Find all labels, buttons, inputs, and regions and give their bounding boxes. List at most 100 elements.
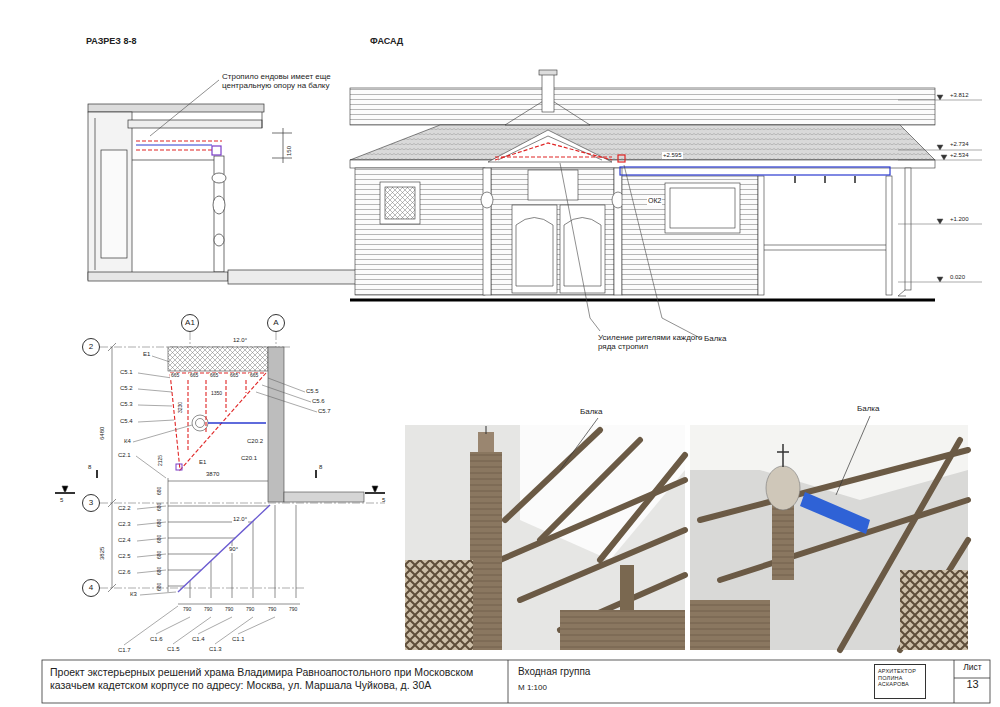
render-image (690, 600, 770, 650)
title-block-frame (42, 660, 990, 703)
element-tag: С2.2 (118, 505, 131, 512)
element-tag: С2.3 (118, 521, 131, 528)
render-image (777, 451, 789, 453)
plan-drawing (168, 506, 269, 507)
dimension: 3825 (99, 547, 106, 560)
plan-highlight (176, 464, 182, 470)
project-title: Проект экстерьерных решений храма Владим… (50, 666, 500, 692)
section-drawing (228, 270, 360, 284)
plan-leaders (140, 592, 176, 595)
section-drawing (213, 196, 225, 214)
plan-drawing (100, 588, 305, 589)
plan-drawing (108, 499, 116, 507)
facade-drawing (355, 168, 485, 295)
facade-drawing (670, 188, 735, 228)
facade-highlight (620, 167, 890, 175)
element-tag: С1.1 (232, 636, 245, 643)
elevation-mark: +2.734 (950, 141, 969, 148)
plan-drawing (284, 492, 364, 502)
element-tag: ОК2 (647, 197, 662, 205)
render-image (505, 430, 600, 520)
plan-leaders (215, 617, 253, 644)
section-drawing (212, 173, 226, 183)
section-drawing (88, 104, 264, 112)
facade-drawing (539, 70, 557, 75)
stamp-text: АРХИТЕКТОР ПОЛИНА АСКАРОВА (878, 668, 922, 688)
dimension: 1350 (210, 391, 223, 397)
plan-drawing (190, 332, 191, 347)
sheet-name: М 1:100 (518, 683, 730, 693)
dimension: 680 (157, 503, 163, 511)
callout-note: Балка (857, 404, 880, 413)
facade-highlight (495, 143, 890, 175)
sheet-name-cell: Входная группаМ 1:100 (514, 663, 734, 701)
plan-drawing (168, 478, 169, 592)
leader-line (560, 163, 702, 339)
dimension: 790 (289, 607, 297, 613)
plan-drawing (168, 570, 201, 571)
dimension: 790 (246, 607, 254, 613)
elevation-mark: +2.534 (950, 152, 969, 159)
axis-bubble: А1 (181, 314, 199, 332)
elevation-lines (937, 219, 943, 224)
section-mark: 5 (382, 497, 385, 504)
render-image (900, 540, 968, 650)
plan-leaders (138, 373, 172, 378)
axis-label: 4 (89, 584, 93, 592)
plan-drawing (108, 584, 116, 592)
facade-drawing (350, 70, 935, 300)
plan-drawing (276, 332, 277, 347)
angle-mark: 12.0° (232, 337, 248, 344)
plan-highlight (245, 380, 246, 393)
plan-drawing (315, 470, 317, 478)
facade-drawing (385, 187, 415, 219)
facade-drawing (758, 176, 764, 295)
callout-note: Балка (704, 334, 727, 343)
element-tag: Е1 (143, 351, 150, 358)
elevation-mark: +2.595 (662, 152, 683, 159)
section-drawing (150, 80, 219, 136)
dimension: 790 (225, 607, 233, 613)
section-highlight (136, 141, 222, 155)
plan-drawing (168, 554, 218, 555)
elevation-lines (937, 95, 943, 100)
element-tag: Е1 (198, 459, 207, 466)
element-tag: С2.1 (118, 452, 131, 459)
element-tag: С5.2 (120, 385, 133, 392)
plan-leaders (124, 356, 317, 645)
plan-leaders (138, 405, 172, 406)
element-tag: С5.4 (120, 418, 133, 425)
render-image (900, 570, 968, 650)
angle-mark: 90° (228, 546, 239, 553)
plan-drawing (196, 419, 205, 428)
facade-drawing (350, 299, 935, 302)
plan-drawing (168, 347, 268, 371)
plan-leaders (138, 389, 172, 392)
facade-drawing (481, 192, 493, 208)
element-tag: С2.4 (118, 537, 131, 544)
plan-drawing (296, 505, 297, 598)
facade-drawing (854, 176, 856, 183)
facade-highlight (495, 143, 612, 160)
plan-highlight (187, 380, 188, 452)
render-image (560, 610, 685, 650)
project-title-cell: Проект экстерьерных решений храма Владим… (46, 663, 504, 701)
render-image (405, 416, 968, 650)
axis-label: 2 (89, 343, 93, 351)
facade-drawing (665, 183, 740, 233)
section-highlight (136, 145, 212, 146)
plan-highlight (208, 422, 266, 423)
plan-highlight (178, 505, 270, 592)
axis-label: А1 (185, 319, 195, 327)
plan-leaders (133, 425, 192, 442)
dimension: 3230 (178, 401, 184, 414)
render-image (470, 452, 502, 650)
element-tag: С1.3 (209, 646, 222, 653)
leader-line (624, 165, 702, 339)
axis-bubble: 3 (82, 494, 100, 512)
element-tag: С5.6 (312, 398, 325, 405)
facade-drawing (483, 168, 491, 295)
facade-drawing (564, 218, 601, 287)
render-image (520, 530, 685, 600)
